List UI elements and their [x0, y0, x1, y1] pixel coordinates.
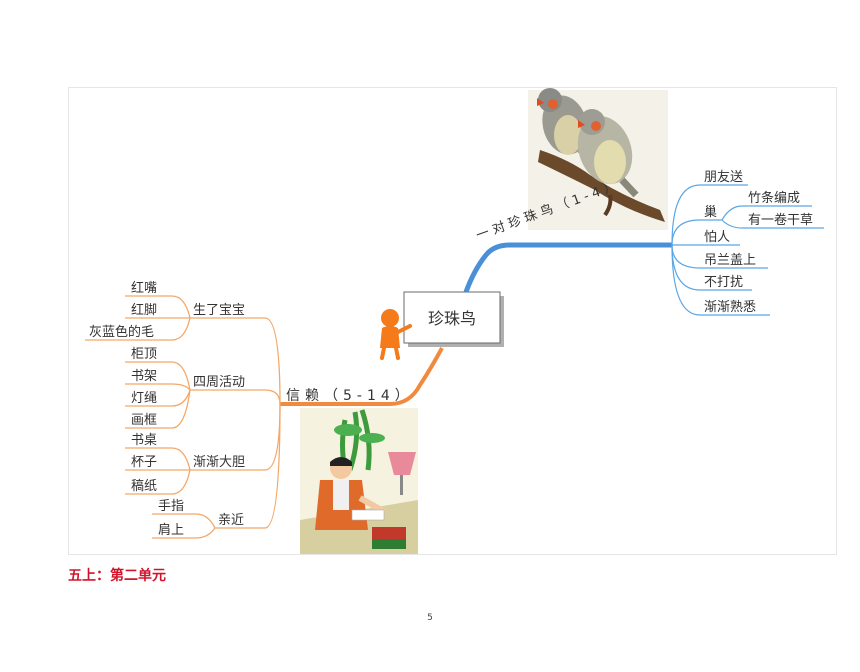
page-number: 5: [427, 613, 433, 623]
left-group-3-item-3: 稿纸: [131, 478, 157, 494]
central-topic: 珍珠鸟: [428, 309, 476, 328]
left-group-4: 亲近: [218, 513, 244, 528]
section-caption: 五上：第二单元: [68, 568, 166, 584]
left-group-3: 渐渐大胆: [193, 455, 245, 470]
branch-left-label: 信赖（5-14）: [286, 388, 414, 404]
central-node: 珍珠鸟: [403, 291, 504, 347]
left-group-4-item-2: 肩上: [158, 522, 184, 538]
man-desk-illustration: [300, 408, 418, 554]
left-group-2: 四周活动: [193, 375, 245, 390]
presenter-figure-icon: [380, 309, 412, 360]
top-item-1: 朋友送: [704, 169, 743, 185]
left-group-1-item-1: 红嘴: [131, 280, 157, 296]
left-group-2-item-3: 灯绳: [131, 391, 157, 406]
top-item-nest: 巢: [704, 205, 717, 220]
top-item-3: 怕人: [704, 230, 730, 245]
left-group-2-item-2: 书架: [131, 369, 157, 384]
branch-left: 信赖（5-14） 生了宝宝 红嘴 红脚 灰蓝色的毛: [85, 280, 444, 539]
left-group-1: 生了宝宝: [193, 303, 245, 318]
top-item-4: 吊兰盖上: [704, 253, 756, 268]
left-group-3-item-2: 杯子: [131, 455, 157, 470]
left-group-1-item-3: 灰蓝色的毛: [89, 324, 154, 340]
left-group-3-item-1: 书桌: [131, 433, 157, 448]
birds-illustration: [528, 88, 668, 230]
top-item-6: 渐渐熟悉: [704, 299, 756, 315]
top-item-nest-b: 有一卷干草: [748, 212, 813, 228]
left-group-1-item-2: 红脚: [131, 302, 157, 318]
top-item-nest-a: 竹条编成: [748, 190, 800, 206]
left-group-2-item-1: 柜顶: [131, 347, 157, 362]
top-item-5: 不打扰: [704, 275, 743, 290]
left-group-4-item-1: 手指: [158, 499, 184, 514]
left-group-2-item-4: 画框: [131, 413, 157, 428]
